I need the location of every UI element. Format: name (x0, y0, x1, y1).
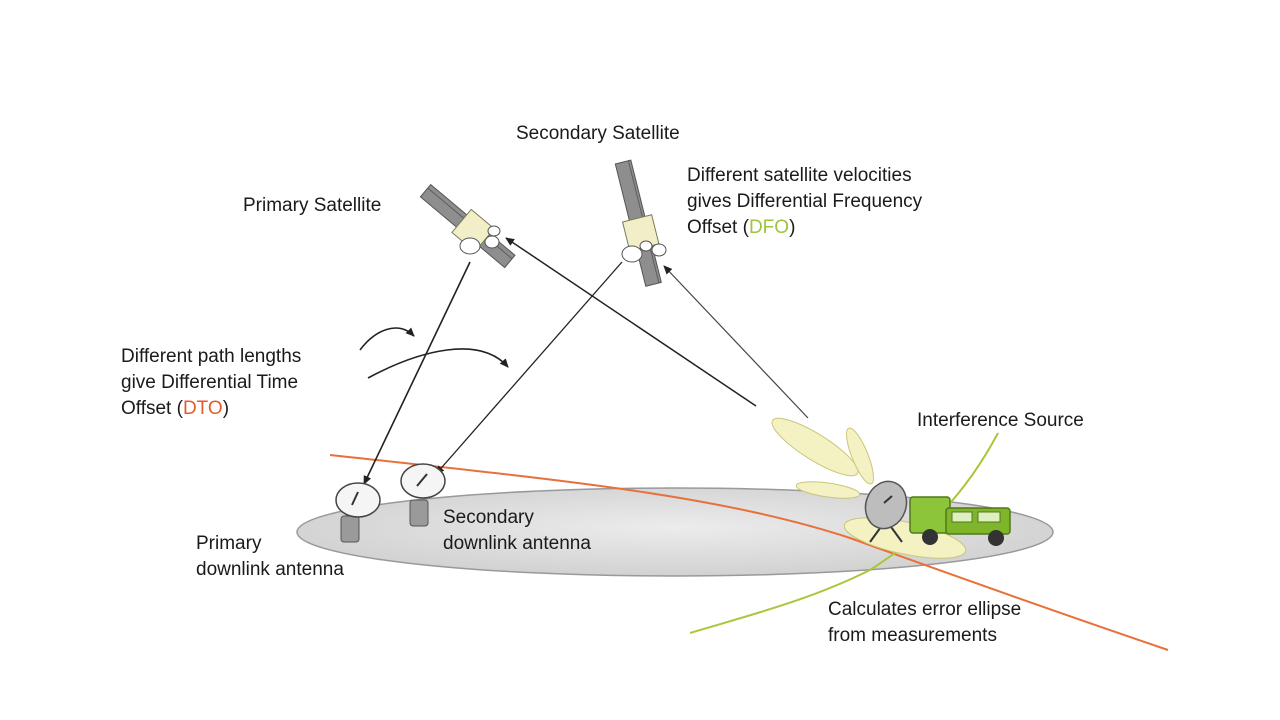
dfo-note-line-2: gives Differential Frequency (687, 191, 923, 212)
interference-dish-graphic (864, 480, 908, 543)
secondary-antenna-label: Secondary downlink antenna (443, 505, 591, 557)
dfo-note-prefix: Offset ( (687, 217, 749, 238)
secondary-downlink-path (435, 261, 623, 475)
primary-downlink-path (363, 261, 471, 485)
primary-satellite-graphic (419, 183, 516, 269)
dfo-curve (689, 432, 999, 634)
primary-dish-graphic (335, 482, 381, 543)
error-ellipse-line-2: from measurements (828, 625, 997, 646)
dto-note-line-3: Offset (DTO) (121, 396, 301, 422)
secondary-satellite-graphic (614, 159, 667, 287)
primary-antenna-label: Primary downlink antenna (196, 531, 344, 583)
dfo-note-line-1: Different satellite velocities (687, 165, 912, 186)
secondary-satellite-label: Secondary Satellite (516, 123, 680, 144)
dto-note-suffix: ) (222, 398, 230, 419)
error-ellipse-note: Calculates error ellipse from measuremen… (828, 597, 1021, 649)
uplink-to-primary (505, 237, 757, 407)
dfo-note-line-3: Offset (DFO) (687, 215, 922, 241)
dto-note-line-2: give Differential Time (121, 372, 299, 393)
radiation-lobes (771, 417, 967, 559)
dto-note-prefix: Offset ( (121, 398, 183, 419)
secondary-dish-graphic (400, 463, 446, 527)
dto-abbr: DTO (182, 398, 223, 419)
primary-antenna-line-1: Primary (196, 533, 262, 554)
error-ellipse-line-1: Calculates error ellipse (828, 599, 1022, 620)
primary-antenna-line-2: downlink antenna (196, 559, 344, 580)
secondary-antenna-line-2: downlink antenna (443, 533, 591, 554)
ground-ellipse (296, 487, 1054, 577)
interference-source-label: Interference Source (917, 410, 1084, 431)
dto-pointer-arrow-2 (367, 348, 509, 379)
dto-note: Different path lengths give Differential… (121, 344, 301, 422)
dfo-abbr: DFO (748, 217, 790, 238)
dto-curve (329, 454, 1169, 651)
dto-pointer-arrow-1 (359, 327, 415, 351)
dfo-note-suffix: ) (789, 217, 796, 238)
dfo-note: Different satellite velocities gives Dif… (687, 163, 922, 241)
dto-note-line-1: Different path lengths (121, 346, 302, 367)
truck-graphic (909, 496, 1011, 546)
secondary-antenna-line-1: Secondary (443, 507, 534, 528)
uplink-to-secondary (663, 265, 809, 419)
primary-satellite-label: Primary Satellite (243, 195, 382, 216)
